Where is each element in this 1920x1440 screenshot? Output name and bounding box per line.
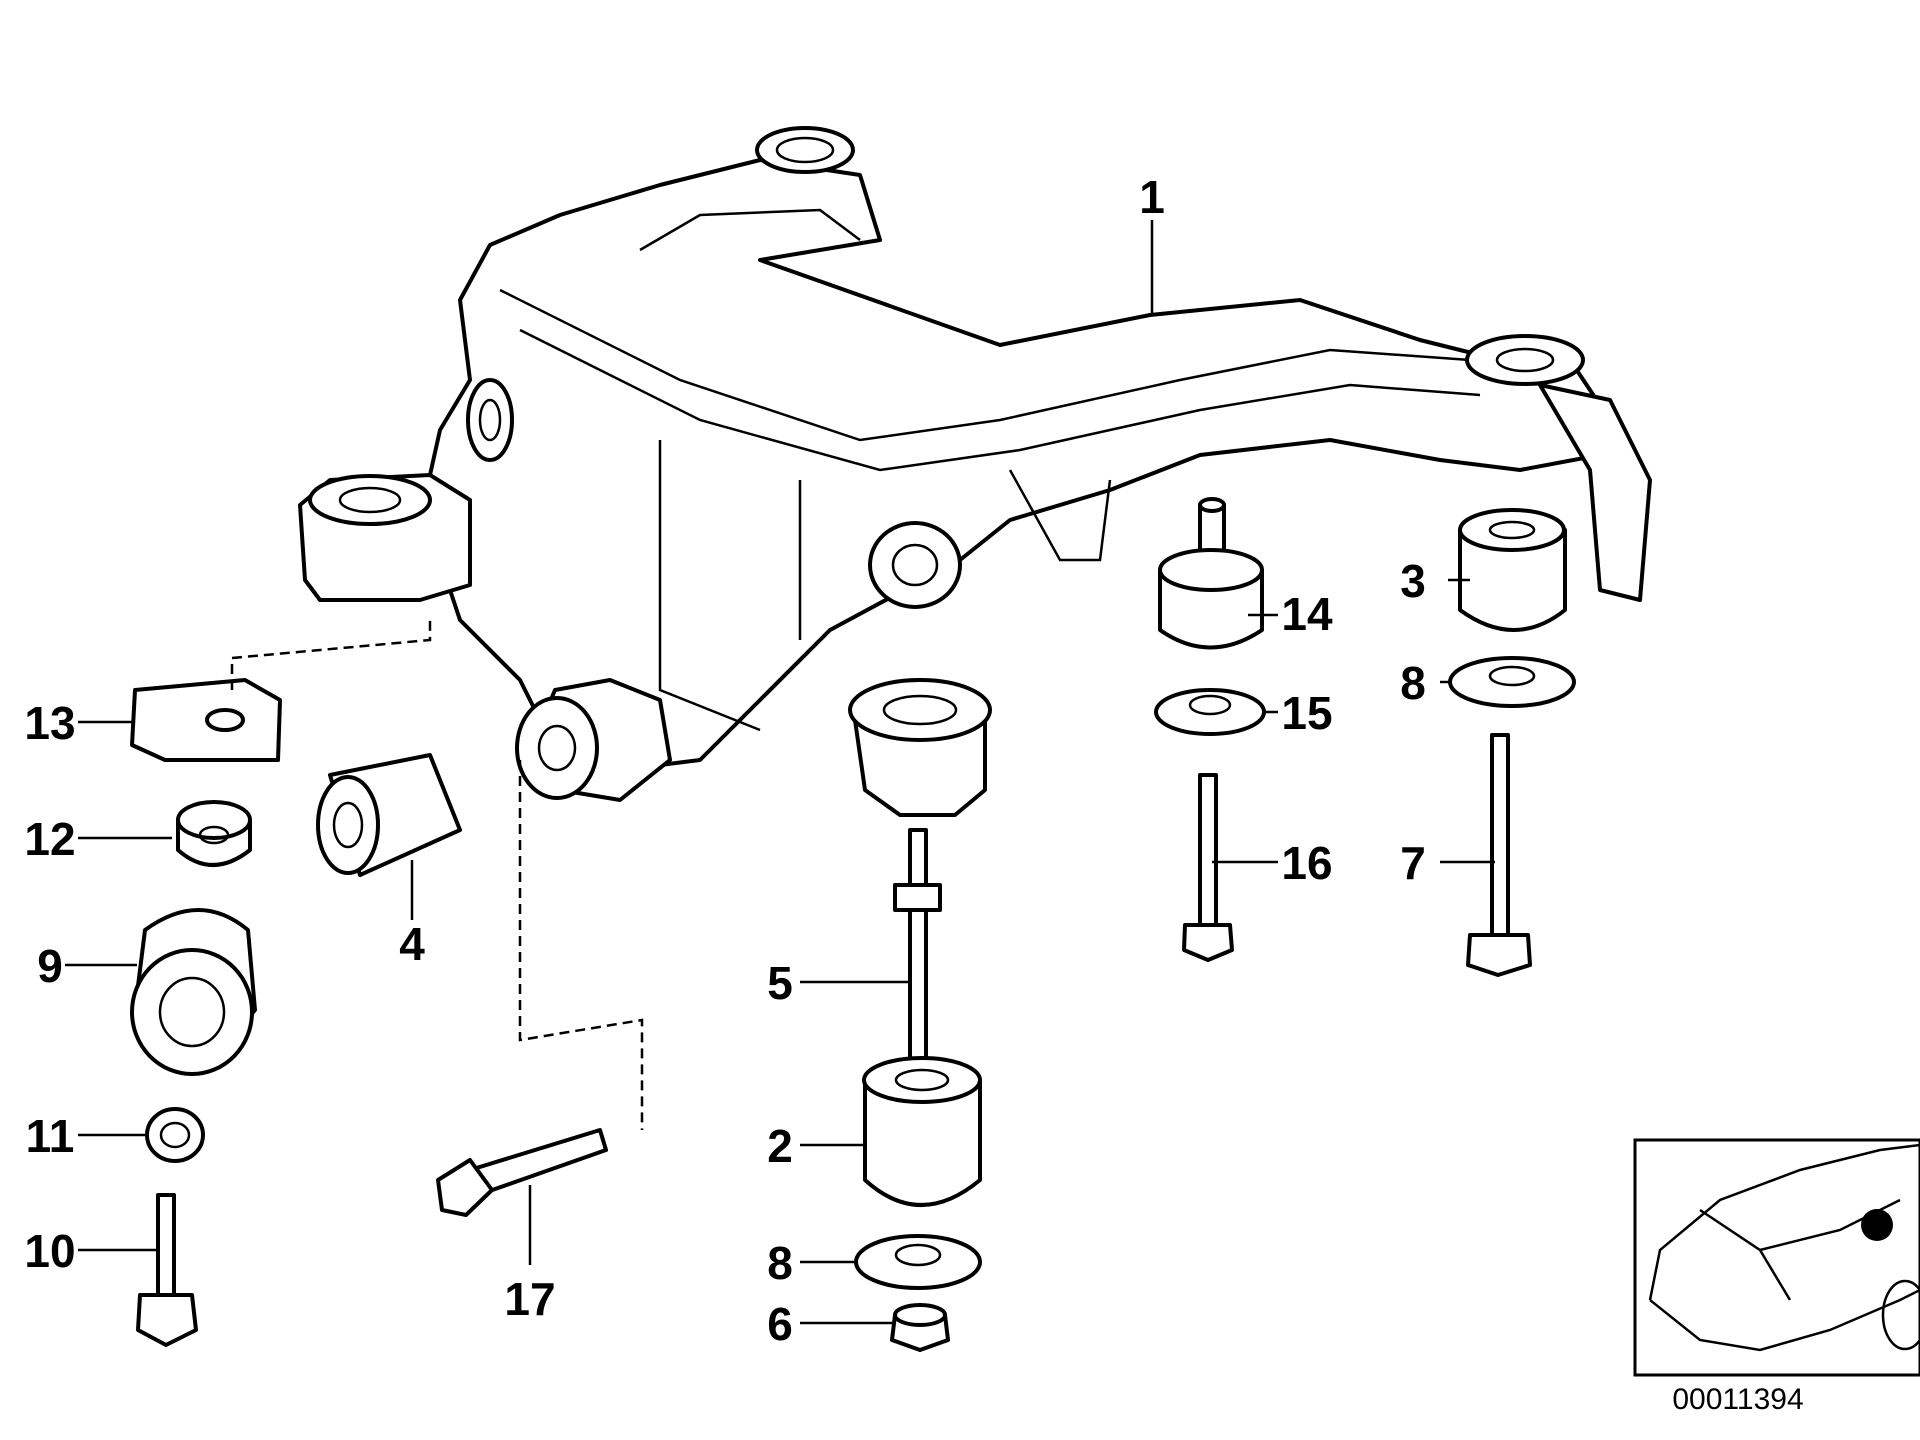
callout-9: 9 (37, 940, 63, 992)
callout-5: 5 (767, 957, 793, 1009)
location-marker-icon (1861, 1209, 1893, 1241)
bolt-10 (136, 1193, 198, 1347)
washer-8-upper (1448, 656, 1576, 708)
nut-clip-13 (130, 678, 282, 762)
callout-4: 4 (399, 918, 425, 970)
callout-6: 6 (767, 1298, 793, 1350)
callout-13: 13 (24, 697, 75, 749)
callout-17: 17 (504, 1273, 555, 1325)
washer-15 (1154, 688, 1266, 736)
callout-16: 16 (1281, 837, 1332, 889)
callout-2: 2 (767, 1120, 793, 1172)
bushing-3 (1458, 508, 1567, 632)
vehicle-location-inset (1633, 1138, 1920, 1377)
diagram-code: 00011394 (1672, 1383, 1803, 1416)
callout-1: 1 (1139, 171, 1165, 223)
callout-11: 11 (26, 1110, 75, 1162)
callout-14: 14 (1281, 588, 1333, 640)
rubber-washer-12 (176, 800, 252, 867)
callout-10: 10 (24, 1225, 75, 1277)
stud-5 (893, 828, 942, 1092)
callout-3: 3 (1400, 555, 1426, 607)
callout-15: 15 (1281, 687, 1332, 739)
washer-8-lower (854, 1234, 982, 1290)
leader-lines (65, 220, 1495, 1325)
rubber-mount-14 (1158, 497, 1264, 650)
bushing-9 (130, 908, 257, 1076)
bolt-7 (1466, 733, 1532, 977)
callout-12: 12 (24, 813, 75, 865)
bushing-4 (316, 753, 462, 877)
washer-11 (145, 1107, 205, 1163)
rear-subframe (298, 126, 1652, 817)
bushing-2 (862, 1056, 982, 1207)
callout-8-lower: 8 (767, 1237, 793, 1289)
nut-6 (890, 1303, 950, 1352)
callout-labels: 1 3 8 7 14 15 16 5 2 8 6 4 17 13 12 9 11… (24, 171, 1425, 1350)
bolt-17 (436, 1128, 608, 1217)
callout-8-upper: 8 (1400, 657, 1426, 709)
bolt-16 (1182, 773, 1234, 962)
callout-7: 7 (1400, 837, 1426, 889)
